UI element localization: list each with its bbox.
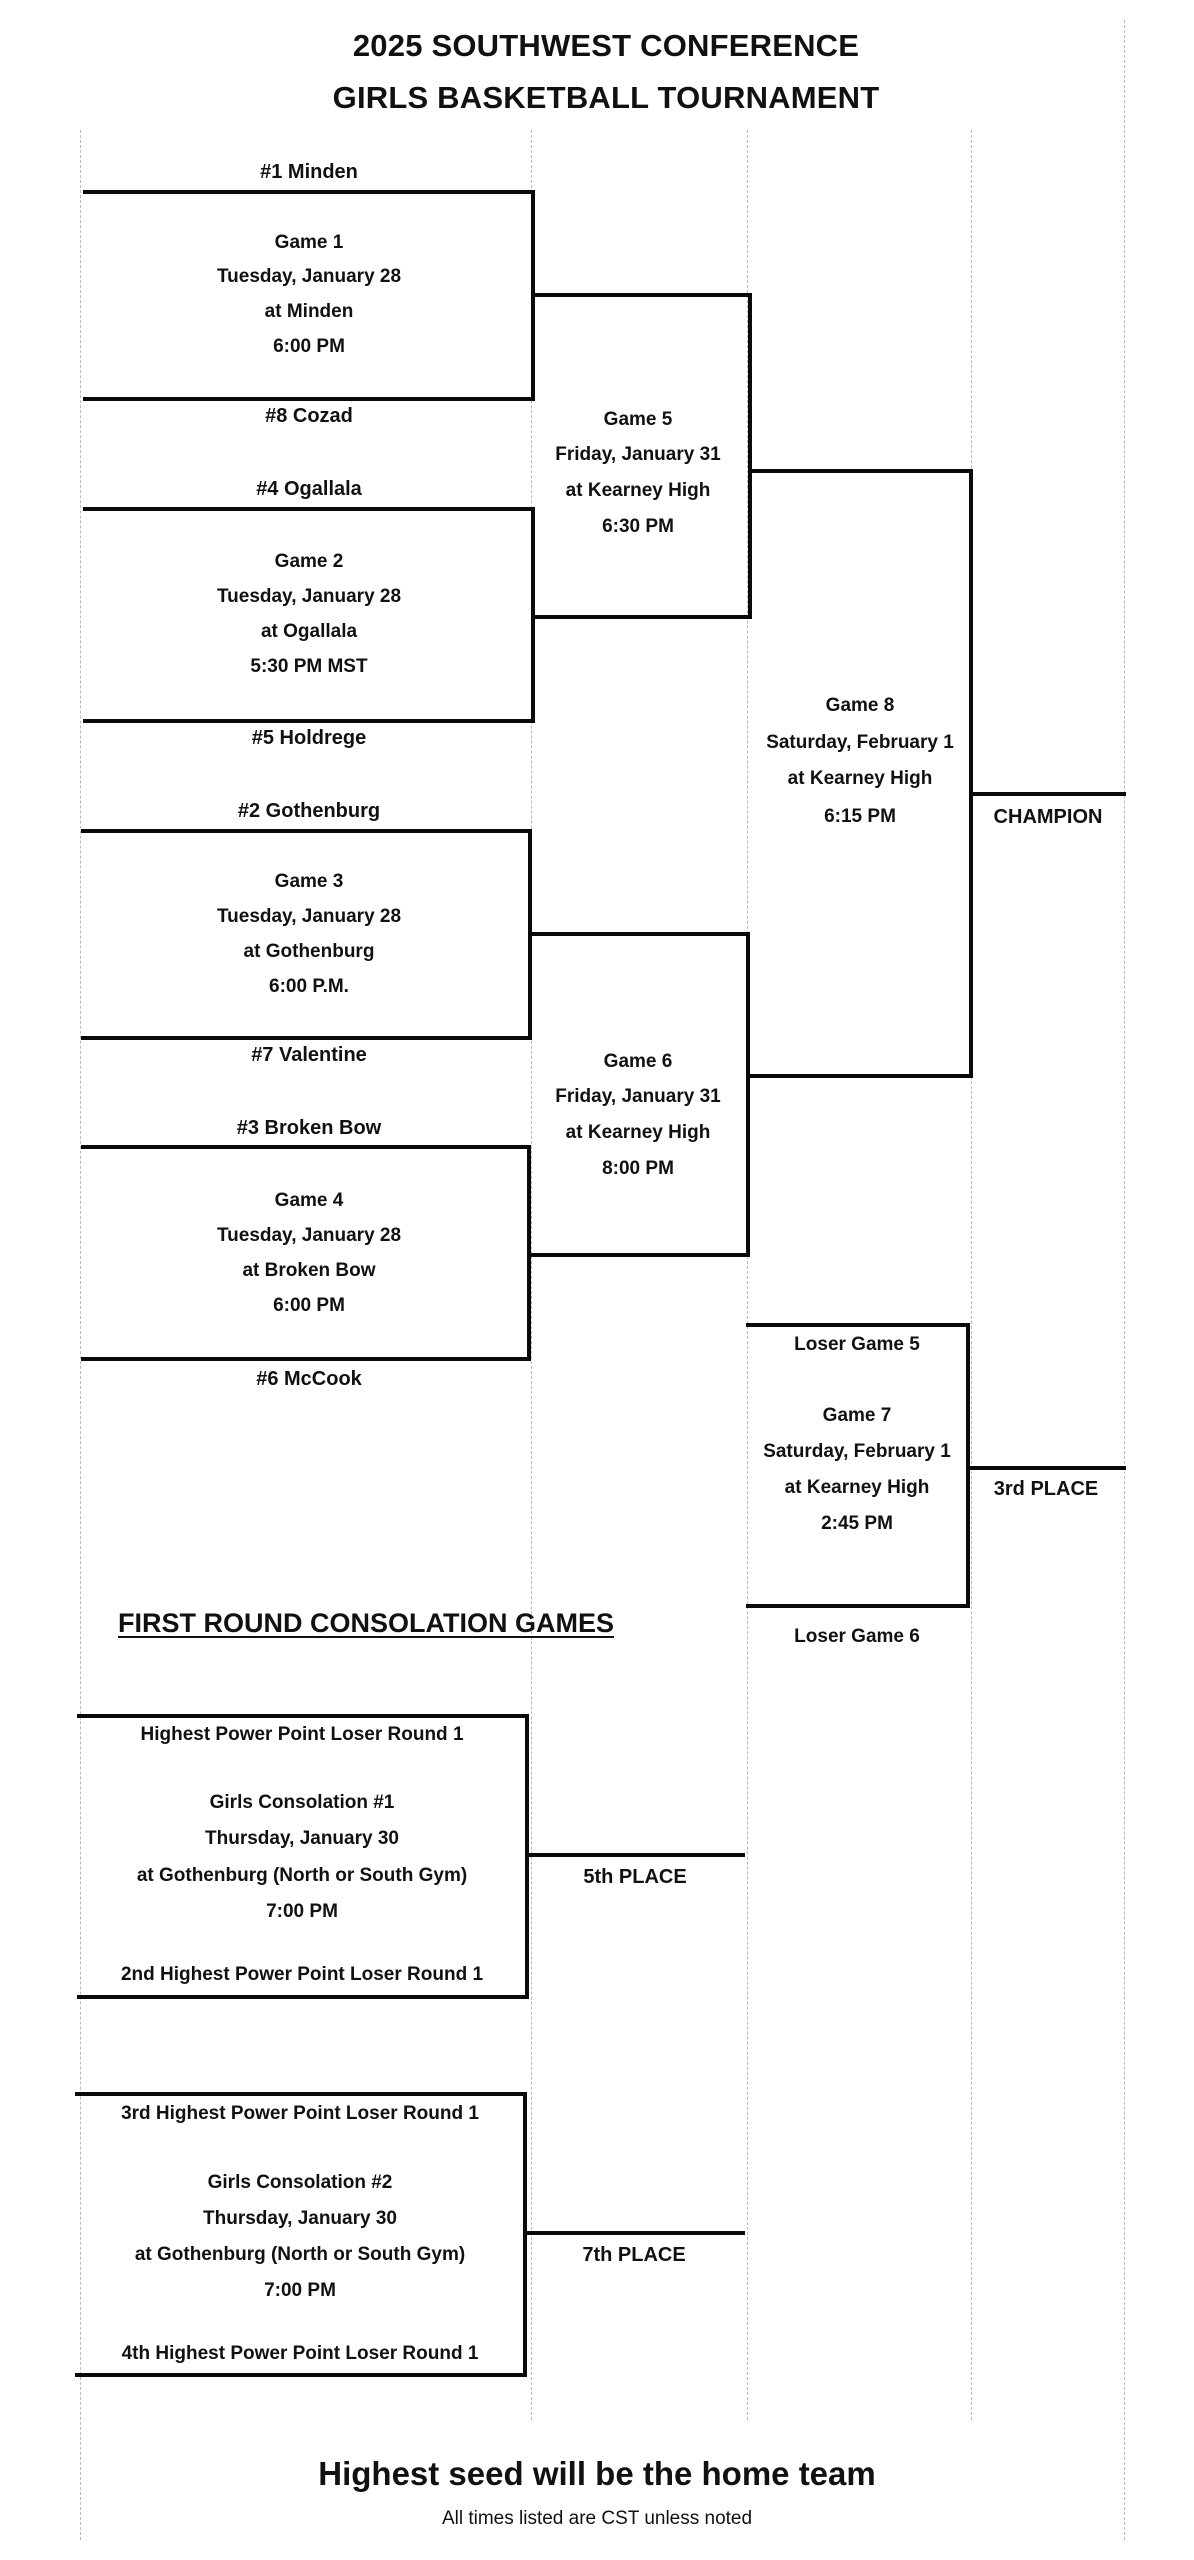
game-date: Tuesday, January 28	[216, 266, 402, 287]
game-date: Tuesday, January 28	[216, 906, 402, 927]
fifth-place-label: 5th PLACE	[583, 1866, 687, 1888]
team-seed: #1 Minden	[260, 161, 358, 183]
game-location: at Minden	[264, 301, 354, 322]
game-box	[748, 469, 973, 1078]
team-slot: Loser Game 5	[794, 1334, 920, 1355]
team-seed: #6 McCook	[256, 1368, 362, 1390]
third-place-label: 3rd PLACE	[993, 1478, 1099, 1500]
champion-line	[970, 792, 1126, 796]
game-number: Game 1	[274, 232, 344, 253]
game-number: Game 3	[274, 871, 344, 892]
game-location: at Gothenburg	[243, 941, 375, 962]
game-time: 6:30 PM	[602, 516, 674, 537]
game-box	[81, 829, 532, 1040]
gridline	[80, 130, 81, 2540]
team-slot: Highest Power Point Loser Round 1	[140, 1724, 464, 1745]
game-location: at Gothenburg (North or South Gym)	[134, 2244, 466, 2265]
game-number: Game 8	[825, 695, 895, 716]
gridline	[1124, 20, 1125, 2540]
game-date: Friday, January 31	[555, 444, 721, 465]
page-title-line2: GIRLS BASKETBALL TOURNAMENT	[332, 80, 880, 115]
game-location: at Ogallala	[260, 621, 358, 642]
game-location: at Kearney High	[565, 1122, 711, 1143]
game-number: Game 4	[274, 1190, 344, 1211]
game-box	[81, 1145, 531, 1361]
third-place-line	[968, 1466, 1126, 1470]
game-time: 8:00 PM	[602, 1158, 674, 1179]
team-seed: #8 Cozad	[265, 405, 353, 427]
home-team-note: Highest seed will be the home team	[318, 2455, 876, 2492]
game-number: Game 2	[274, 551, 344, 572]
game-location: at Kearney High	[787, 768, 933, 789]
game-box	[77, 1714, 529, 1999]
game-box	[531, 293, 752, 619]
game-location: at Gothenburg (North or South Gym)	[136, 1865, 468, 1886]
team-seed: #5 Holdrege	[251, 727, 367, 749]
game-time: 2:45 PM	[821, 1513, 893, 1534]
game-time: 6:15 PM	[824, 806, 896, 827]
game-location: at Broken Bow	[242, 1260, 376, 1281]
game-number: Girls Consolation #2	[207, 2172, 393, 2193]
game-time: 5:30 PM MST	[250, 656, 368, 677]
game-box	[75, 2092, 527, 2377]
game-time: 7:00 PM	[264, 2280, 336, 2301]
gridline	[971, 130, 972, 2420]
game-date: Friday, January 31	[555, 1086, 721, 1107]
team-seed: #7 Valentine	[251, 1044, 367, 1066]
fifth-place-line	[527, 1853, 745, 1857]
game-date: Tuesday, January 28	[216, 586, 402, 607]
game-number: Girls Consolation #1	[209, 1792, 395, 1813]
gridline	[531, 130, 532, 2420]
game-location: at Kearney High	[565, 480, 711, 501]
game-box	[83, 190, 535, 401]
champion-label: CHAMPION	[993, 806, 1103, 828]
game-box	[746, 1323, 970, 1608]
game-date: Saturday, February 1	[766, 732, 954, 753]
game-time: 7:00 PM	[266, 1901, 338, 1922]
consolation-heading: FIRST ROUND CONSOLATION GAMES	[118, 1608, 614, 1638]
game-time: 6:00 PM	[273, 1295, 345, 1316]
game-box	[83, 507, 535, 723]
seventh-place-line	[525, 2231, 745, 2235]
game-date: Tuesday, January 28	[216, 1225, 402, 1246]
game-number: Game 7	[822, 1405, 892, 1426]
game-time: 6:00 P.M.	[269, 976, 349, 997]
team-slot: Loser Game 6	[794, 1626, 920, 1647]
team-slot: 3rd Highest Power Point Loser Round 1	[121, 2103, 479, 2124]
game-date: Saturday, February 1	[763, 1441, 951, 1462]
team-slot: 2nd Highest Power Point Loser Round 1	[120, 1964, 484, 1985]
timezone-note: All times listed are CST unless noted	[441, 2508, 753, 2529]
team-seed: #2 Gothenburg	[237, 800, 381, 822]
team-seed: #4 Ogallala	[256, 478, 362, 500]
game-date: Thursday, January 30	[205, 1828, 399, 1849]
game-number: Game 5	[603, 409, 673, 430]
game-date: Thursday, January 30	[203, 2208, 397, 2229]
game-number: Game 6	[603, 1051, 673, 1072]
page-title-line1: 2025 SOUTHWEST CONFERENCE	[352, 28, 860, 63]
team-slot: 4th Highest Power Point Loser Round 1	[121, 2343, 479, 2364]
seventh-place-label: 7th PLACE	[582, 2244, 686, 2266]
game-time: 6:00 PM	[273, 336, 345, 357]
team-seed: #3 Broken Bow	[236, 1117, 382, 1139]
game-box	[530, 932, 750, 1257]
game-location: at Kearney High	[784, 1477, 930, 1498]
gridline	[747, 130, 748, 2420]
